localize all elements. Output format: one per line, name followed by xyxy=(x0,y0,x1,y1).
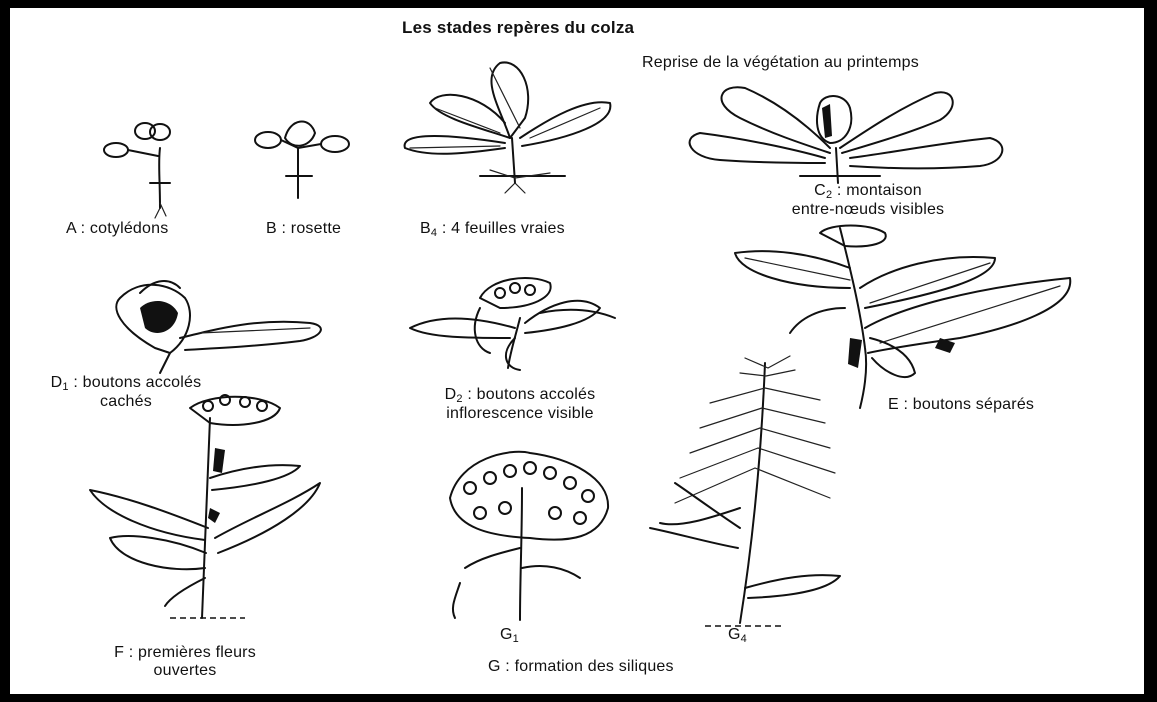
plant-b4-four-leaves-drawing xyxy=(405,62,611,193)
stage-f-line2: ouvertes xyxy=(70,662,300,680)
plant-g4-siliques-drawing xyxy=(650,356,840,626)
plant-d1-hidden-buttons-drawing xyxy=(116,281,321,373)
label-stage-g4: G4 xyxy=(728,626,747,645)
label-stage-g1: G1 xyxy=(500,626,519,645)
stage-d1-line2: cachés xyxy=(26,393,226,411)
stage-c2-line2: entre-nœuds visibles xyxy=(748,201,988,219)
label-stage-e: E : boutons séparés xyxy=(888,396,1034,414)
stage-d2-line2: inflorescence visible xyxy=(390,405,650,423)
label-stage-b4: B4 : 4 feuilles vraies xyxy=(420,220,565,239)
plant-f-first-flowers-drawing xyxy=(90,395,320,618)
diagram-title: Les stades repères du colza xyxy=(402,18,634,38)
plant-c2-stem-elongation-drawing xyxy=(690,87,1003,183)
stage-d1-text: : boutons accolés xyxy=(69,374,202,391)
label-stage-a: A : cotylédons xyxy=(66,220,168,238)
stage-d1-letter: D xyxy=(51,374,63,391)
plant-d2-visible-inflorescence-drawing xyxy=(410,278,615,370)
diagram-frame: Les stades repères du colza Reprise de l… xyxy=(10,8,1144,694)
stage-b4-text: : 4 feuilles vraies xyxy=(437,220,565,237)
plant-b-rosette-drawing xyxy=(255,122,349,198)
stage-c2-text: : montaison xyxy=(832,182,922,199)
diagram-subtitle: Reprise de la végétation au printemps xyxy=(642,54,919,72)
label-stage-d1: D1 : boutons accolés cachés xyxy=(26,374,226,411)
label-stage-c2: C2 : montaison entre-nœuds visibles xyxy=(748,182,988,219)
plant-illustrations xyxy=(10,8,1144,694)
label-stage-d2: D2 : boutons accolés inflorescence visib… xyxy=(390,386,650,423)
stage-f-line1: F : premières fleurs xyxy=(70,644,300,662)
stage-g4-letter: G xyxy=(728,626,741,643)
stage-g1-sub: 1 xyxy=(513,633,519,645)
stage-g1-letter: G xyxy=(500,626,513,643)
plant-a-cotyledons-drawing xyxy=(104,123,170,218)
plant-g1-inflorescence-drawing xyxy=(450,452,608,620)
label-stage-b: B : rosette xyxy=(266,220,341,238)
label-stage-f: F : premières fleurs ouvertes xyxy=(70,644,300,680)
stage-d2-letter: D xyxy=(445,386,457,403)
stage-g4-sub: 4 xyxy=(741,633,747,645)
stage-c2-letter: C xyxy=(814,182,826,199)
plant-e-separated-buttons-drawing xyxy=(735,226,1070,409)
stage-b4-letter: B xyxy=(420,220,431,237)
label-stage-g: G : formation des siliques xyxy=(488,658,674,676)
stage-d2-text: : boutons accolés xyxy=(463,386,596,403)
